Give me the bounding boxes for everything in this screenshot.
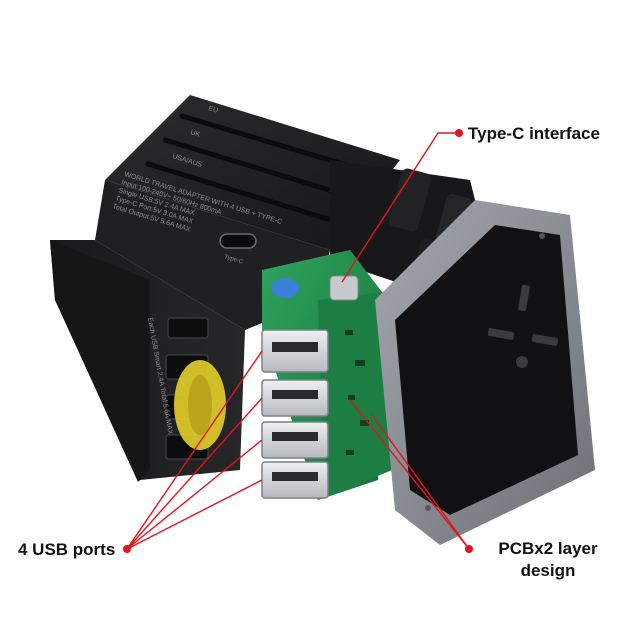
usb-ports-stack	[261, 329, 329, 499]
callout-dots	[123, 129, 473, 553]
callout-dot-usb	[123, 545, 131, 553]
callout-line-type-c	[341, 132, 459, 283]
callout-line-usb-2	[126, 397, 263, 550]
housing-left-panel	[50, 240, 150, 482]
socket-hole-center	[516, 356, 528, 368]
callout-dot-type-c	[455, 129, 463, 137]
pcb-boards	[262, 250, 392, 500]
slider-label-uk: UK	[189, 129, 201, 139]
callout-line-usb-3	[126, 439, 263, 550]
callout-4-usb-ports: 4 USB ports	[18, 540, 116, 559]
type-c-port	[219, 233, 257, 249]
socket-hole-right	[531, 334, 559, 346]
callout-line-usb-1	[126, 350, 263, 550]
pcb-type-c-connector	[329, 275, 359, 301]
plug-face-assembly	[375, 200, 595, 545]
housing-top-face	[105, 95, 400, 250]
callout-pcb-line-2: design	[520, 561, 576, 580]
plug-face-panel	[395, 225, 578, 515]
callout-pcb-line-1: PCBx2 layer	[498, 539, 598, 558]
left-usb-slot-1	[167, 317, 209, 339]
callout-lines	[126, 132, 470, 550]
slider-label-eu: EU	[207, 105, 218, 115]
socket-hole-left	[487, 328, 515, 340]
callout-pcb-design: PCBx2 layer design	[478, 538, 618, 582]
callout-type-c-interface: Type-C interface	[468, 124, 600, 143]
callout-line-pcb-2	[371, 414, 470, 550]
callout-dot-pcb	[465, 545, 473, 553]
transformer-core	[188, 375, 212, 435]
type-c-port-label: Type-C	[223, 254, 244, 266]
callout-line-pcb-1	[349, 399, 470, 550]
socket-hole-top	[518, 284, 530, 312]
blue-capacitor	[271, 278, 299, 298]
callout-line-usb-4	[126, 479, 263, 550]
